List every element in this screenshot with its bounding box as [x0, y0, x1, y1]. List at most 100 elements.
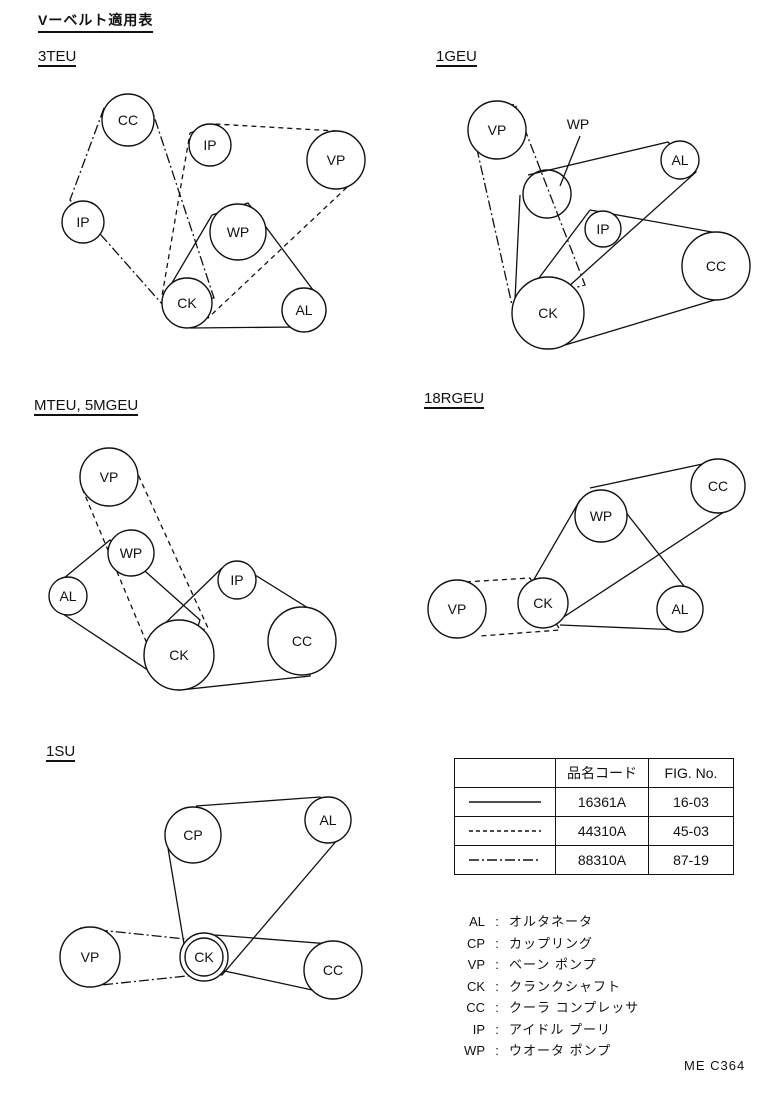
legend-header-fig: FIG. No. — [648, 758, 734, 788]
abbreviation-key: CP — [466, 935, 485, 951]
legend-header-code: 品名コード — [555, 758, 649, 788]
pulley-1su-cp: CP — [164, 806, 222, 864]
diagram-label-18rgeu: 18RGEU — [424, 390, 485, 409]
abbreviation-sep: : — [495, 978, 499, 994]
legend-row: 44310A 45-03 — [454, 816, 734, 846]
pulley-mteu-vp: VP — [79, 447, 139, 507]
pulley-mteu-cc: CC — [267, 606, 337, 676]
pulley-18rgeu-ck: CK — [517, 577, 569, 629]
abbreviation-value: クランクシャフト — [509, 978, 622, 994]
pulley-18rgeu-vp: VP — [427, 579, 487, 639]
legend-row: 88310A 87-19 — [454, 845, 734, 875]
svg-text:WP: WP — [590, 508, 613, 524]
abbreviation-key: CK — [466, 978, 485, 994]
legend-code: 44310A — [555, 816, 649, 846]
svg-text:IP: IP — [596, 221, 609, 237]
svg-text:CC: CC — [323, 962, 343, 978]
svg-text:CC: CC — [118, 112, 138, 128]
abbreviation-key: VP — [467, 957, 485, 972]
abbreviation-value: オルタネータ — [509, 914, 594, 929]
legend-line-dashed — [454, 816, 556, 846]
pulley-3teu-ck: CK — [161, 277, 213, 329]
pulley-18rgeu-cc: CC — [690, 458, 746, 514]
abbreviation-item: VP : ベーン ポンプ — [455, 954, 639, 976]
abbreviation-value: アイドル プーリ — [509, 1021, 611, 1037]
svg-text:AL: AL — [59, 588, 76, 604]
diagram-1su: CP AL VP CK CC — [59, 796, 363, 1000]
svg-text:CC: CC — [292, 633, 312, 649]
pulley-1geu-al: AL — [660, 140, 700, 180]
abbreviation-item: AL : オルタネータ — [455, 911, 639, 933]
pulley-1geu-ck: CK — [511, 276, 585, 350]
svg-text:CK: CK — [177, 295, 197, 311]
svg-text:CP: CP — [183, 827, 202, 843]
label-1geu-wp: WP — [567, 116, 590, 132]
svg-text:VP: VP — [327, 152, 346, 168]
svg-text:IP: IP — [76, 214, 89, 230]
svg-text:CK: CK — [169, 647, 189, 663]
svg-text:VP: VP — [100, 469, 119, 485]
abbreviation-sep: : — [495, 1000, 499, 1015]
abbreviation-item: CC : クーラ コンプレッサ — [455, 997, 639, 1019]
diagram-label-3teu: 3TEU — [38, 48, 77, 67]
pulley-1su-al: AL — [304, 796, 352, 844]
abbreviation-key: AL — [469, 914, 485, 929]
pulley-1geu-wp — [522, 169, 572, 219]
abbreviation-key: IP — [472, 1021, 485, 1037]
svg-text:VP: VP — [488, 122, 507, 138]
svg-text:WP: WP — [120, 545, 143, 561]
svg-text:CK: CK — [538, 305, 558, 321]
legend-header-line — [454, 758, 556, 788]
diagram-mteu: VP WP AL IP CK CC — [48, 447, 337, 692]
abbreviation-item: CK : クランクシャフト — [455, 976, 639, 998]
svg-text:AL: AL — [671, 152, 688, 168]
legend-line-solid — [454, 787, 556, 817]
document-reference: ME C364 — [684, 1058, 746, 1073]
pulley-18rgeu-al: AL — [656, 585, 704, 633]
legend-row: 16361A 16-03 — [454, 787, 734, 817]
pulley-1su-vp: VP — [59, 926, 121, 988]
abbreviation-sep: : — [495, 1021, 499, 1037]
svg-text:CK: CK — [194, 949, 214, 965]
legend-header-row: 品名コード FIG. No. — [454, 758, 734, 788]
abbreviation-key: WP — [464, 1043, 485, 1058]
svg-text:WP: WP — [227, 224, 250, 240]
page-title: Vーベルト適用表 — [38, 10, 154, 33]
pulley-3teu-wp: WP — [209, 203, 267, 261]
belt-legend-table: 品名コード FIG. No. 16361A 16-03 44310A 45-03… — [454, 758, 734, 875]
pulley-3teu-vp: VP — [306, 130, 366, 190]
svg-text:AL: AL — [671, 601, 688, 617]
abbreviation-sep: : — [495, 914, 499, 929]
legend-code: 16361A — [555, 787, 649, 817]
pulley-1geu-vp: VP — [467, 100, 527, 160]
abbreviation-key: CC — [466, 1000, 485, 1015]
pulley-3teu-ip-top: IP — [188, 123, 232, 167]
pulley-3teu-cc: CC — [101, 93, 155, 147]
legend-fig: 87-19 — [648, 845, 734, 875]
pulley-3teu-ip-left: IP — [61, 200, 105, 244]
pulley-1su-cc: CC — [303, 940, 363, 1000]
pulley-1geu-ip: IP — [584, 210, 622, 248]
pulley-mteu-ck: CK — [143, 619, 215, 691]
svg-text:CC: CC — [708, 478, 728, 494]
svg-text:VP: VP — [81, 949, 100, 965]
abbreviation-list: AL : オルタネータ CP : カップリング VP : ベーン ポンプ CK … — [455, 911, 639, 1062]
svg-text:IP: IP — [230, 572, 243, 588]
svg-text:CC: CC — [706, 258, 726, 274]
svg-text:AL: AL — [319, 812, 336, 828]
pulley-mteu-wp: WP — [107, 529, 155, 577]
abbreviation-sep: : — [495, 957, 499, 972]
pulley-1su-ck: CK — [179, 932, 229, 982]
abbreviation-value: ベーン ポンプ — [509, 957, 597, 972]
svg-text:CK: CK — [533, 595, 553, 611]
belt-mteu-al-wp-ck — [51, 539, 201, 692]
diagram-label-1su: 1SU — [46, 743, 76, 762]
diagram-label-mteu: MTEU, 5MGEU — [34, 397, 139, 416]
abbreviation-sep: : — [495, 1043, 499, 1058]
abbreviation-sep: : — [495, 935, 499, 951]
legend-fig: 16-03 — [648, 787, 734, 817]
pulley-3teu-al: AL — [281, 287, 327, 333]
pulley-18rgeu-wp: WP — [574, 489, 628, 543]
legend-code: 88310A — [555, 845, 649, 875]
